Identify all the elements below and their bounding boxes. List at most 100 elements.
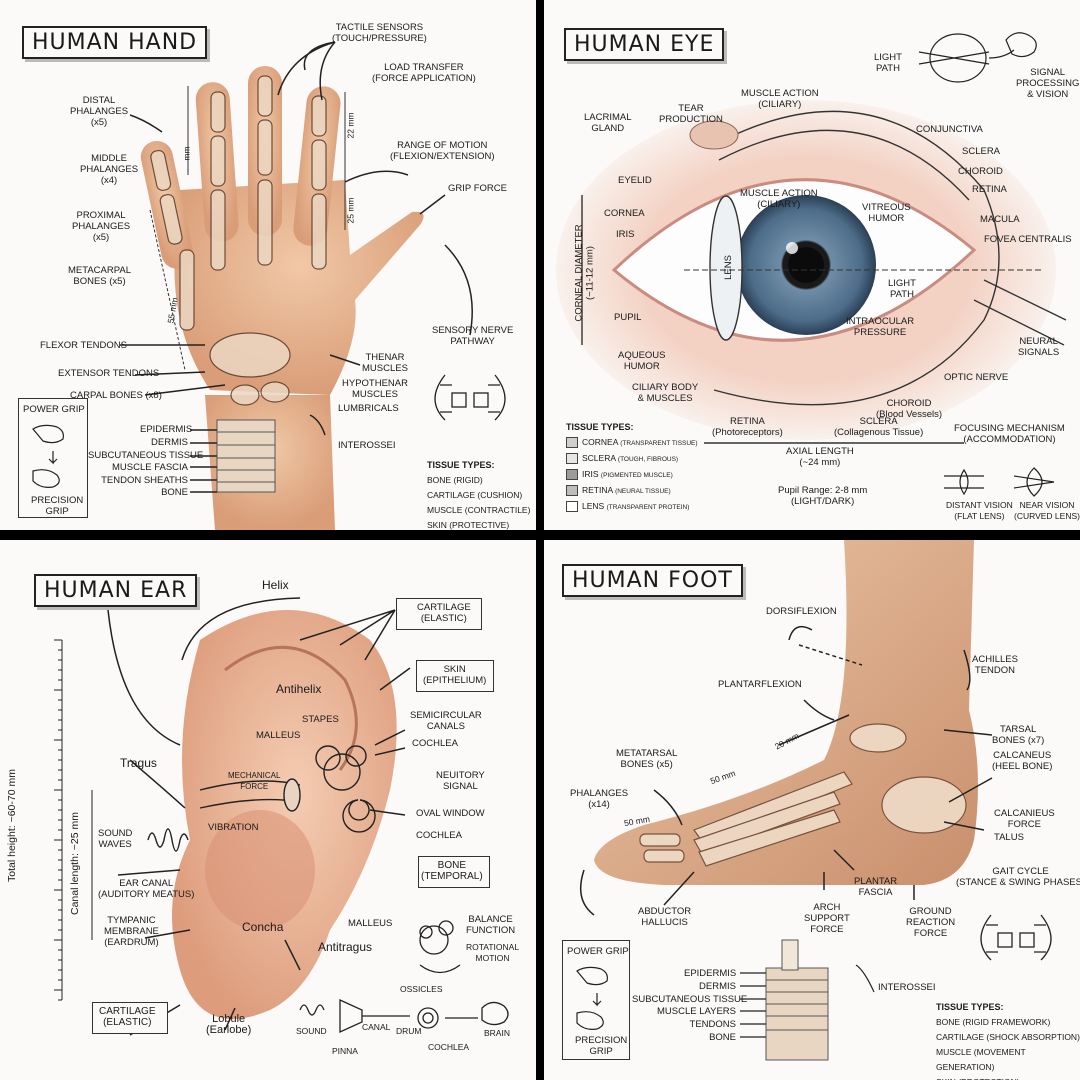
foot-illustration — [579, 540, 1052, 1061]
label-tactile-sensors: TACTILE SENSORS (TOUCH/PRESSURE) — [332, 22, 427, 44]
ear-illustration — [54, 597, 509, 1036]
label-calcanieus-force: CALCANIEUS FORCE — [994, 808, 1055, 830]
label-drum: DRUM — [396, 1026, 422, 1036]
label-neural-signals: NEURAL SIGNALS — [1018, 336, 1060, 358]
label-neuitory-signal: NEUITORY SIGNAL — [436, 770, 485, 792]
hand-title: HUMAN HAND — [22, 26, 208, 59]
hand-tissue-legend: TISSUE TYPES: BONE (RIGID)CARTILAGE (CUS… — [427, 458, 530, 530]
label-cochlea-flow: COCHLEA — [428, 1042, 470, 1052]
eye-panel: HUMAN EYE LIGHT PATH SIGNAL PROCESSING &… — [544, 0, 1080, 530]
label-concha: Concha — [242, 920, 284, 934]
label-conjunctiva: CONJUNCTIVA — [916, 124, 983, 135]
eye-tissue-title: TISSUE TYPES: — [566, 422, 634, 432]
label-focusing-mechanism: FOCUSING MECHANISM (ACCOMMODATION) — [954, 423, 1065, 445]
label-balance-function: BALANCE FUNCTION — [466, 914, 516, 936]
label-fovea: FOVEA CENTRALIS — [984, 234, 1072, 245]
label-near-vision: NEAR VISION (CURVED LENS) — [1014, 500, 1080, 521]
eye-tissue-legend: TISSUE TYPES: CORNEA (TRANSPARENT TISSUE… — [566, 420, 698, 515]
label-eyelid: EYELID — [618, 175, 652, 186]
hand-tissue-list: BONE (RIGID)CARTILAGE (CUSHION)MUSCLE (C… — [427, 473, 530, 530]
tissue-note: (TRANSPARENT PROTEIN) — [606, 504, 690, 511]
label-gait-cycle: GAIT CYCLE (STANCE & SWING PHASES) — [956, 866, 1080, 888]
foot-tissue-legend: TISSUE TYPES: BONE (RIGID FRAMEWORK)CART… — [936, 1000, 1080, 1080]
label-lacrimal-gland: LACRIMAL GLAND — [584, 112, 632, 134]
label-tympanic: TYMPANIC MEMBRANE (EARDRUM) — [104, 915, 159, 948]
foot-tissue-list: BONE (RIGID FRAMEWORK)CARTILAGE (SHOCK A… — [936, 1015, 1080, 1080]
label-rotational-motion: ROTATIONAL MOTION — [466, 942, 520, 963]
ear-panel: HUMAN EAR Helix CARTILAGE (ELASTIC) SKIN… — [0, 540, 536, 1080]
tissue-swatch — [566, 453, 578, 465]
label-hypothenar: HYPOTHENAR MUSCLES — [342, 378, 408, 400]
eye-tissue-item: CORNEA (TRANSPARENT TISSUE) — [566, 435, 698, 451]
label-dorsiflexion: DORSIFLEXION — [766, 606, 837, 617]
foot-tissue-item: SKIN (PROTECTION) — [936, 1075, 1080, 1080]
hand-tissue-item: BONE (RIGID) — [427, 475, 483, 485]
tissue-swatch — [566, 437, 578, 449]
label-distal-phalanges: DISTAL PHALANGES (x5) — [70, 95, 129, 128]
eye-tissue-item: SCLERA (TOUGH, FIBROUS) — [566, 451, 698, 467]
tissue-note: (TOUGH, FIBROUS) — [617, 456, 679, 463]
label-corneal-diameter: CORNEAL DIAMETER (~11-12 mm) — [573, 224, 596, 322]
label-tarsal: TARSAL BONES (x7) — [992, 724, 1045, 746]
label-dermis: DERMIS — [151, 437, 188, 448]
foot-tissue-item: BONE (RIGID FRAMEWORK) — [936, 1017, 1051, 1027]
label-total-height: Total height: ~60-70 mm — [5, 769, 18, 882]
label-phalanges: PHALANGES (x14) — [570, 788, 629, 810]
label-abductor-hallucis: ABDUCTOR HALLUCIS — [638, 906, 692, 928]
hand-tissue-item: SKIN (PROTECTIVE) — [427, 520, 510, 530]
eye-title: HUMAN EYE — [564, 28, 725, 61]
label-intraocular-pressure: INTRAOCULAR PRESSURE — [846, 316, 915, 338]
tissue-note: (NEURAL TISSUE) — [615, 488, 671, 495]
label-foot-tendons: TENDONS — [689, 1019, 736, 1030]
foot-grip-box: POWER GRIP PRECISION GRIP — [562, 940, 630, 1060]
label-cartilage-low: CARTILAGE (ELASTIC) — [99, 1006, 156, 1028]
hand-panel: HUMAN HAND TACTILE SENSORS (TOUCH/PRESSU… — [0, 0, 536, 530]
label-bone-temporal: BONE (TEMPORAL) — [421, 860, 483, 882]
foot-title: HUMAN FOOT — [562, 564, 743, 597]
label-pupil: PUPIL — [614, 312, 642, 323]
label-foot-bone: BONE — [709, 1032, 736, 1043]
label-axial-length: AXIAL LENGTH (~24 mm) — [786, 446, 854, 468]
label-interossei: INTEROSSEI — [338, 440, 396, 451]
hand-tissue-item: CARTILAGE (CUSHION) — [427, 490, 523, 500]
label-sensory-pathway: SENSORY NERVE PATHWAY — [432, 325, 514, 347]
label-foot-subcut: SUBCUTANEOUS TISSUE — [632, 994, 748, 1005]
label-light-path-top: LIGHT PATH — [874, 52, 902, 74]
tissue-name: LENS — [582, 501, 607, 511]
label-pupil-range: Pupil Range: 2-8 mm (LIGHT/DARK) — [778, 485, 868, 507]
skin-box: SKIN (EPITHELIUM) — [416, 660, 494, 692]
label-plantar-fascia: PLANTAR FASCIA — [854, 876, 898, 898]
label-grip-force: GRIP FORCE — [448, 183, 507, 194]
label-antihelix: Antihelix — [276, 682, 322, 696]
label-aqueous-humor: AQUEOUS HUMOR — [618, 350, 666, 372]
foot-grip-icons — [576, 966, 608, 1030]
label-foot-muscle: MUSCLE LAYERS — [656, 1006, 736, 1017]
label-optic-nerve: OPTIC NERVE — [944, 372, 1009, 383]
label-helix: Helix — [262, 578, 289, 592]
ear-title: HUMAN EAR — [34, 574, 198, 607]
label-cochlea-mid: COCHLEA — [416, 830, 462, 841]
label-sound-waves: SOUND WAVES — [98, 828, 133, 850]
label-carpal-bones: CARPAL BONES (x8) — [70, 390, 162, 401]
label-metatarsal: METATARSAL BONES (x5) — [616, 748, 678, 770]
label-stapes: STAPES — [302, 714, 339, 725]
foot-panel: HUMAN FOOT DORSIFLEXION ACHILLES TENDON … — [544, 540, 1080, 1080]
cartilage-top-box: CARTILAGE (ELASTIC) — [396, 598, 482, 630]
label-bone: BONE — [161, 487, 188, 498]
label-lobule: Lobule (Earlobe) — [206, 1013, 252, 1036]
tissue-name: SCLERA — [582, 453, 618, 463]
label-precision-grip: PRECISION GRIP — [31, 495, 84, 517]
label-tear-production: TEAR PRODUCTION — [659, 103, 723, 125]
label-foot-power-grip: POWER GRIP — [567, 946, 629, 957]
label-vibration: VIBRATION — [208, 822, 259, 833]
label-range-of-motion: RANGE OF MOTION (FLEXION/EXTENSION) — [390, 140, 495, 162]
eye-tissue-item: RETINA (NEURAL TISSUE) — [566, 483, 698, 499]
label-foot-interossei: INTEROSSEI — [878, 982, 936, 993]
label-proximal-phalanges: PROXIMAL PHALANGES (x5) — [72, 210, 131, 243]
label-ossicles: OSSICLES — [400, 984, 443, 994]
label-tragus: Tragus — [120, 756, 157, 770]
label-iris: IRIS — [616, 229, 635, 240]
label-cornea: CORNEA — [604, 208, 645, 219]
label-muscle-action-inner: MUSCLE ACTION (CILIARY) — [740, 188, 818, 210]
label-lumbricals: LUMBRICALS — [338, 403, 399, 414]
